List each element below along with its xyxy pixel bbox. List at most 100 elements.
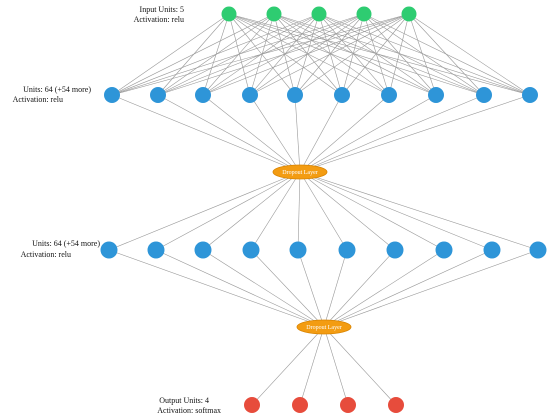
dropout-node-1 xyxy=(272,164,328,180)
edge-hidden1-8-dropout1 xyxy=(299,94,485,173)
edge-dropout1-hidden2-1 xyxy=(155,171,301,251)
input-node xyxy=(266,6,282,22)
edge-input-2-hidden1-3 xyxy=(249,13,320,96)
edge-input-3-hidden1-6 xyxy=(363,13,390,96)
edge-hidden1-6-dropout1 xyxy=(299,94,390,173)
edge-input-2-hidden1-5 xyxy=(318,13,343,96)
edge-input-1-hidden1-0 xyxy=(111,13,275,96)
input-layer-label: Input Units: 5 Activation: relu xyxy=(134,5,184,24)
hidden2-node xyxy=(242,241,260,259)
hidden2-activation-text: Activation: relu xyxy=(21,250,71,259)
hidden2-node xyxy=(289,241,307,259)
edge-hidden1-1-dropout1 xyxy=(157,94,301,173)
edge-input-0-hidden1-7 xyxy=(228,13,437,96)
edge-input-1-hidden1-3 xyxy=(249,13,275,96)
dropout-label-2: Dropout Layer xyxy=(306,325,342,331)
hidden1-node xyxy=(287,87,303,103)
edge-input-3-hidden1-8 xyxy=(363,13,485,96)
edge-input-4-hidden1-4 xyxy=(294,13,410,96)
edge-input-3-hidden1-3 xyxy=(249,13,365,96)
edge-hidden1-0-dropout1 xyxy=(111,94,301,173)
edge-input-4-hidden1-5 xyxy=(341,13,410,96)
edge-input-1-hidden1-5 xyxy=(273,13,343,96)
edge-input-4-hidden1-1 xyxy=(157,13,410,96)
output-activation-text: Activation: softmax xyxy=(157,406,221,415)
edge-input-1-hidden1-6 xyxy=(273,13,390,96)
edge-input-0-hidden1-6 xyxy=(228,13,390,96)
edge-hidden2-2-dropout2 xyxy=(202,249,325,328)
hidden1-node xyxy=(522,87,538,103)
input-node xyxy=(221,6,237,22)
input-node xyxy=(311,6,327,22)
edge-dropout1-hidden2-5 xyxy=(299,171,348,251)
output-layer-label: Output Units: 4 Activation: softmax xyxy=(157,396,221,415)
edge-hidden1-2-dropout1 xyxy=(202,94,301,173)
edge-input-2-hidden1-8 xyxy=(318,13,485,96)
output-node xyxy=(244,397,260,413)
edge-hidden2-5-dropout2 xyxy=(323,249,348,328)
output-node xyxy=(340,397,356,413)
edge-dropout2-output-2 xyxy=(323,326,349,406)
hidden1-activation-text: Activation: relu xyxy=(13,95,63,104)
edge-hidden2-3-dropout2 xyxy=(250,249,325,328)
edge-hidden1-9-dropout1 xyxy=(299,94,531,173)
hidden1-node xyxy=(334,87,350,103)
edge-input-3-hidden1-0 xyxy=(111,13,365,96)
edge-hidden1-4-dropout1 xyxy=(294,94,301,173)
hidden2-node xyxy=(147,241,165,259)
neurons xyxy=(100,6,547,413)
edge-input-4-hidden1-6 xyxy=(388,13,410,96)
edge-input-3-hidden1-9 xyxy=(363,13,531,96)
hidden2-node xyxy=(100,241,118,259)
hidden1-units-text: Units: 64 (+54 more) xyxy=(23,85,91,94)
edge-input-1-hidden1-7 xyxy=(273,13,437,96)
edge-input-4-hidden1-9 xyxy=(408,13,531,96)
dropout-label-1: Dropout Layer xyxy=(282,170,318,176)
input-node xyxy=(356,6,372,22)
edge-input-1-hidden1-8 xyxy=(273,13,485,96)
hidden1-node xyxy=(104,87,120,103)
edge-input-2-hidden1-6 xyxy=(318,13,390,96)
input-node xyxy=(401,6,417,22)
hidden2-units-text: Units: 64 (+54 more) xyxy=(32,239,100,248)
dropout-layer-2: Dropout Layer xyxy=(296,319,352,335)
hidden1-node xyxy=(476,87,492,103)
hidden2-node xyxy=(386,241,404,259)
edge-input-2-hidden1-0 xyxy=(111,13,320,96)
edge-hidden2-6-dropout2 xyxy=(323,249,396,328)
hidden1-node xyxy=(150,87,166,103)
edge-input-0-hidden1-0 xyxy=(111,13,230,96)
output-node xyxy=(388,397,404,413)
edge-input-3-hidden1-7 xyxy=(363,13,437,96)
hidden2-node xyxy=(435,241,453,259)
edge-hidden2-8-dropout2 xyxy=(323,249,493,328)
output-units-text: Output Units: 4 xyxy=(159,396,209,405)
edge-hidden2-7-dropout2 xyxy=(323,249,445,328)
edge-hidden2-1-dropout2 xyxy=(155,249,325,328)
edge-hidden2-4-dropout2 xyxy=(297,249,325,328)
edge-hidden2-9-dropout2 xyxy=(323,249,539,328)
hidden1-node xyxy=(428,87,444,103)
edge-input-4-hidden1-0 xyxy=(111,13,410,96)
edge-hidden1-3-dropout1 xyxy=(249,94,301,173)
edge-input-0-hidden1-3 xyxy=(228,13,251,96)
edge-dropout2-output-1 xyxy=(299,326,325,406)
edge-input-0-hidden1-8 xyxy=(228,13,485,96)
hidden1-node xyxy=(381,87,397,103)
edge-input-4-hidden1-7 xyxy=(408,13,437,96)
hidden1-layer-label: Units: 64 (+54 more) Activation: relu xyxy=(13,85,92,104)
edge-dropout1-hidden2-0 xyxy=(108,171,301,251)
edge-input-3-hidden1-5 xyxy=(341,13,365,96)
dropout-node-2 xyxy=(296,319,352,335)
edge-dropout1-hidden2-3 xyxy=(250,171,301,251)
edge-dropout1-hidden2-2 xyxy=(202,171,301,251)
edge-dropout1-hidden2-7 xyxy=(299,171,445,251)
edge-input-4-hidden1-2 xyxy=(202,13,410,96)
hidden2-node xyxy=(338,241,356,259)
edge-dropout2-output-0 xyxy=(251,326,325,406)
connections xyxy=(108,13,539,406)
edge-hidden2-0-dropout2 xyxy=(108,249,325,328)
input-activation-text: Activation: relu xyxy=(134,15,184,24)
hidden2-node xyxy=(483,241,501,259)
edge-input-4-hidden1-8 xyxy=(408,13,485,96)
